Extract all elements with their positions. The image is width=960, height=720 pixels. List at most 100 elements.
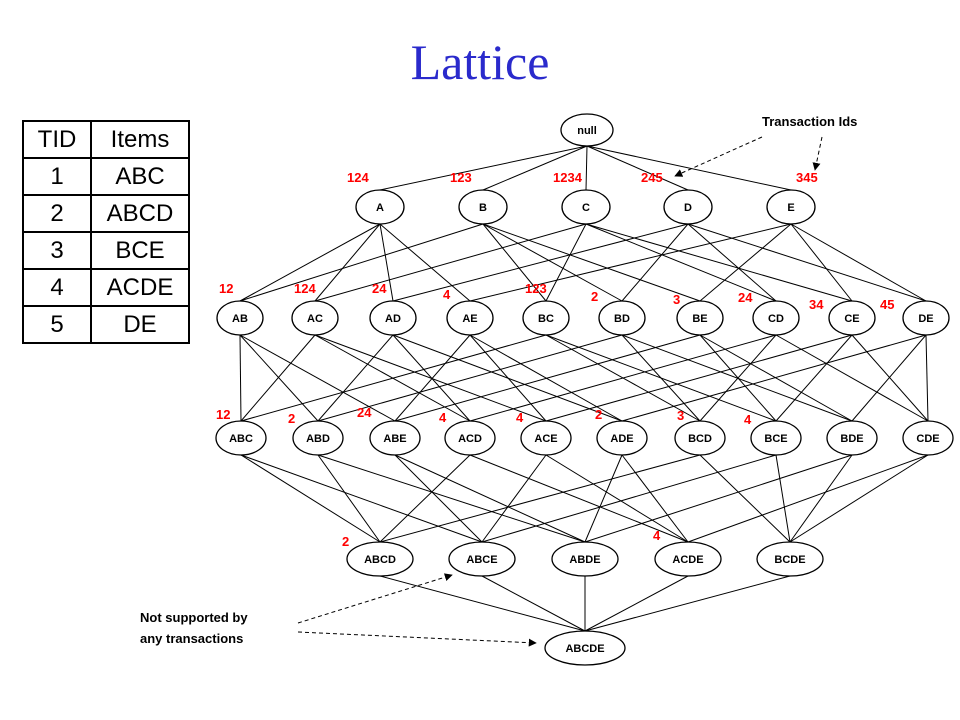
node-ellipse: [369, 420, 421, 456]
node-ellipse: [766, 189, 816, 225]
edge-ad-abd: [317, 334, 394, 422]
node-e: E: [766, 189, 816, 225]
tid-label-ace: 4: [516, 410, 524, 425]
edge-ad-acd: [392, 334, 471, 422]
edge-bc-abc: [240, 334, 547, 422]
node-cde: CDE: [902, 420, 954, 456]
edge-e-ce: [790, 223, 853, 302]
node-bc: BC: [522, 300, 570, 336]
node-ade: ADE: [596, 420, 648, 456]
node-label: AD: [385, 313, 401, 325]
node-ellipse: [826, 420, 878, 456]
edge-ce-bce: [775, 334, 853, 422]
node-ellipse: [750, 420, 802, 456]
edge-e-de: [790, 223, 927, 302]
edge-d-cd: [687, 223, 777, 302]
node-cd: CD: [752, 300, 800, 336]
node-be: BE: [676, 300, 724, 336]
node-label: AE: [462, 313, 477, 325]
edge-ade-acde: [621, 454, 689, 543]
tid-cell: 3: [22, 231, 92, 270]
arrow-to-D-tids: [674, 136, 763, 177]
tid-cell: 4: [22, 268, 92, 307]
transactions-table: TID Items 1 ABC 2 ABCD 3 BCE 4 ACDE 5 DE: [22, 120, 190, 344]
arrow-to-E-tids: [812, 136, 823, 171]
edge-e-ae: [469, 223, 792, 302]
node-label: AC: [307, 313, 323, 325]
node-ellipse: [752, 300, 800, 336]
node-ab: AB: [216, 300, 264, 336]
edge-abe-abce: [394, 454, 483, 543]
node-label: BCD: [688, 433, 712, 445]
node-label: BCE: [764, 433, 787, 445]
tid-label-acde: 4: [653, 528, 661, 543]
table-row: 4 ACDE: [22, 268, 190, 307]
edge-cde-bcde: [789, 454, 929, 543]
edge-bcd-abcd: [379, 454, 701, 543]
node-ellipse: [458, 189, 508, 225]
node-label: CE: [844, 313, 859, 325]
node-abd: ABD: [292, 420, 344, 456]
node-label: BCDE: [774, 554, 805, 566]
node-null: null: [560, 113, 614, 147]
node-label: null: [577, 125, 597, 137]
edge-b-bc: [482, 223, 547, 302]
node-label: E: [787, 202, 794, 214]
node-label: ACD: [458, 433, 482, 445]
node-label: B: [479, 202, 487, 214]
edge-b-ab: [239, 223, 484, 302]
edge-a-ab: [239, 223, 381, 302]
edge-cde-acde: [687, 454, 929, 543]
edge-abd-abcd: [317, 454, 381, 543]
edge-be-abe: [394, 334, 701, 422]
node-ellipse: [676, 300, 724, 336]
node-c: C: [561, 189, 611, 225]
table-row: 2 ABCD: [22, 194, 190, 233]
edge-b-be: [482, 223, 701, 302]
node-label: BD: [614, 313, 630, 325]
node-ellipse: [444, 420, 496, 456]
edge-ace-acde: [545, 454, 689, 543]
node-bcde: BCDE: [756, 541, 824, 577]
edge-acd-abcd: [379, 454, 471, 543]
node-ellipse: [561, 189, 611, 225]
node-ace: ACE: [520, 420, 572, 456]
node-ae: AE: [446, 300, 494, 336]
edge-b-bd: [482, 223, 623, 302]
edge-ae-ace: [469, 334, 547, 422]
node-label: BC: [538, 313, 554, 325]
not-supported-line2: any transactions: [140, 631, 243, 646]
edge-d-ad: [392, 223, 689, 302]
edge-c-ce: [585, 223, 853, 302]
table-row: 1 ABC: [22, 157, 190, 196]
node-ellipse: [654, 541, 722, 577]
edge-de-ade: [621, 334, 927, 422]
edge-d-bd: [621, 223, 689, 302]
node-abce: ABCE: [448, 541, 516, 577]
node-label: CDE: [916, 433, 939, 445]
transaction-ids-label: Transaction Ids: [762, 114, 857, 129]
edge-c-bc: [545, 223, 587, 302]
node-label: ACDE: [672, 554, 703, 566]
header-items: Items: [90, 120, 190, 159]
edge-acde-abcde: [584, 575, 689, 632]
edge-abce-abcde: [481, 575, 586, 632]
edge-bde-abde: [584, 454, 853, 543]
edge-ce-cde: [851, 334, 929, 422]
edge-abcd-abcde: [379, 575, 586, 632]
edge-bcd-bcde: [699, 454, 791, 543]
edge-ae-abe: [394, 334, 471, 422]
node-label: ABCE: [466, 554, 497, 566]
edge-cd-cde: [775, 334, 929, 422]
node-abcde: ABCDE: [544, 630, 626, 666]
edge-de-cde: [925, 334, 929, 422]
node-ellipse: [902, 300, 950, 336]
tid-label-abcd: 2: [342, 534, 349, 549]
edge-abc-abcd: [240, 454, 381, 543]
edge-bcde-abcde: [584, 575, 791, 632]
tid-cell: 2: [22, 194, 92, 233]
node-label: A: [376, 202, 384, 214]
node-ellipse: [596, 420, 648, 456]
items-cell: ACDE: [90, 268, 190, 307]
